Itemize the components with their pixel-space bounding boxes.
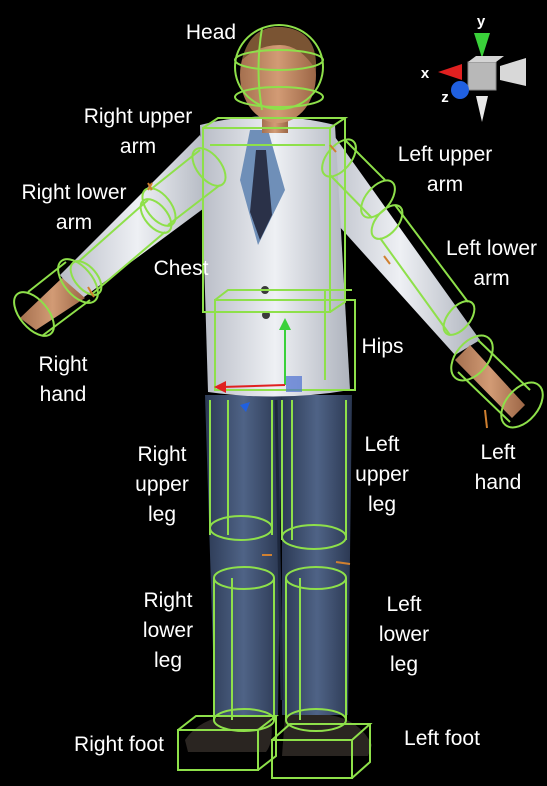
axis-neg-y-cone[interactable] xyxy=(476,96,488,122)
label-right-upper-leg: Right upper leg xyxy=(128,440,196,530)
gizmo-cube-top xyxy=(468,56,504,62)
view-cube-gizmo[interactable]: y x z xyxy=(421,13,526,122)
label-head: Head xyxy=(181,18,241,48)
axis-y-label: y xyxy=(477,13,486,30)
label-right-lower-leg: Right lower leg xyxy=(134,586,202,676)
torso xyxy=(200,117,350,397)
axis-neg-x-cone[interactable] xyxy=(500,58,526,86)
label-right-hand: Right hand xyxy=(28,350,98,410)
label-left-foot: Left foot xyxy=(392,724,492,754)
axis-y-cone[interactable] xyxy=(474,33,490,58)
label-hips: Hips xyxy=(355,332,410,362)
label-right-foot: Right foot xyxy=(58,730,180,760)
label-left-lower-leg: Left lower leg xyxy=(370,590,438,680)
gizmo-cube[interactable] xyxy=(468,62,496,90)
label-right-upper-arm: Right upper arm xyxy=(72,102,204,162)
label-right-lower-arm: Right lower arm xyxy=(6,178,142,238)
axis-x-label: x xyxy=(421,65,430,82)
axis-x-cone[interactable] xyxy=(438,64,462,80)
label-left-upper-leg: Left upper leg xyxy=(348,430,416,520)
label-left-upper-arm: Left upper arm xyxy=(383,140,507,200)
label-left-hand: Left hand xyxy=(466,438,530,498)
label-left-lower-arm: Left lower arm xyxy=(436,234,547,294)
axis-z-cone[interactable] xyxy=(451,81,469,99)
axis-z-label: z xyxy=(441,89,449,106)
label-chest: Chest xyxy=(147,254,215,284)
left-hand-skin xyxy=(455,345,525,418)
